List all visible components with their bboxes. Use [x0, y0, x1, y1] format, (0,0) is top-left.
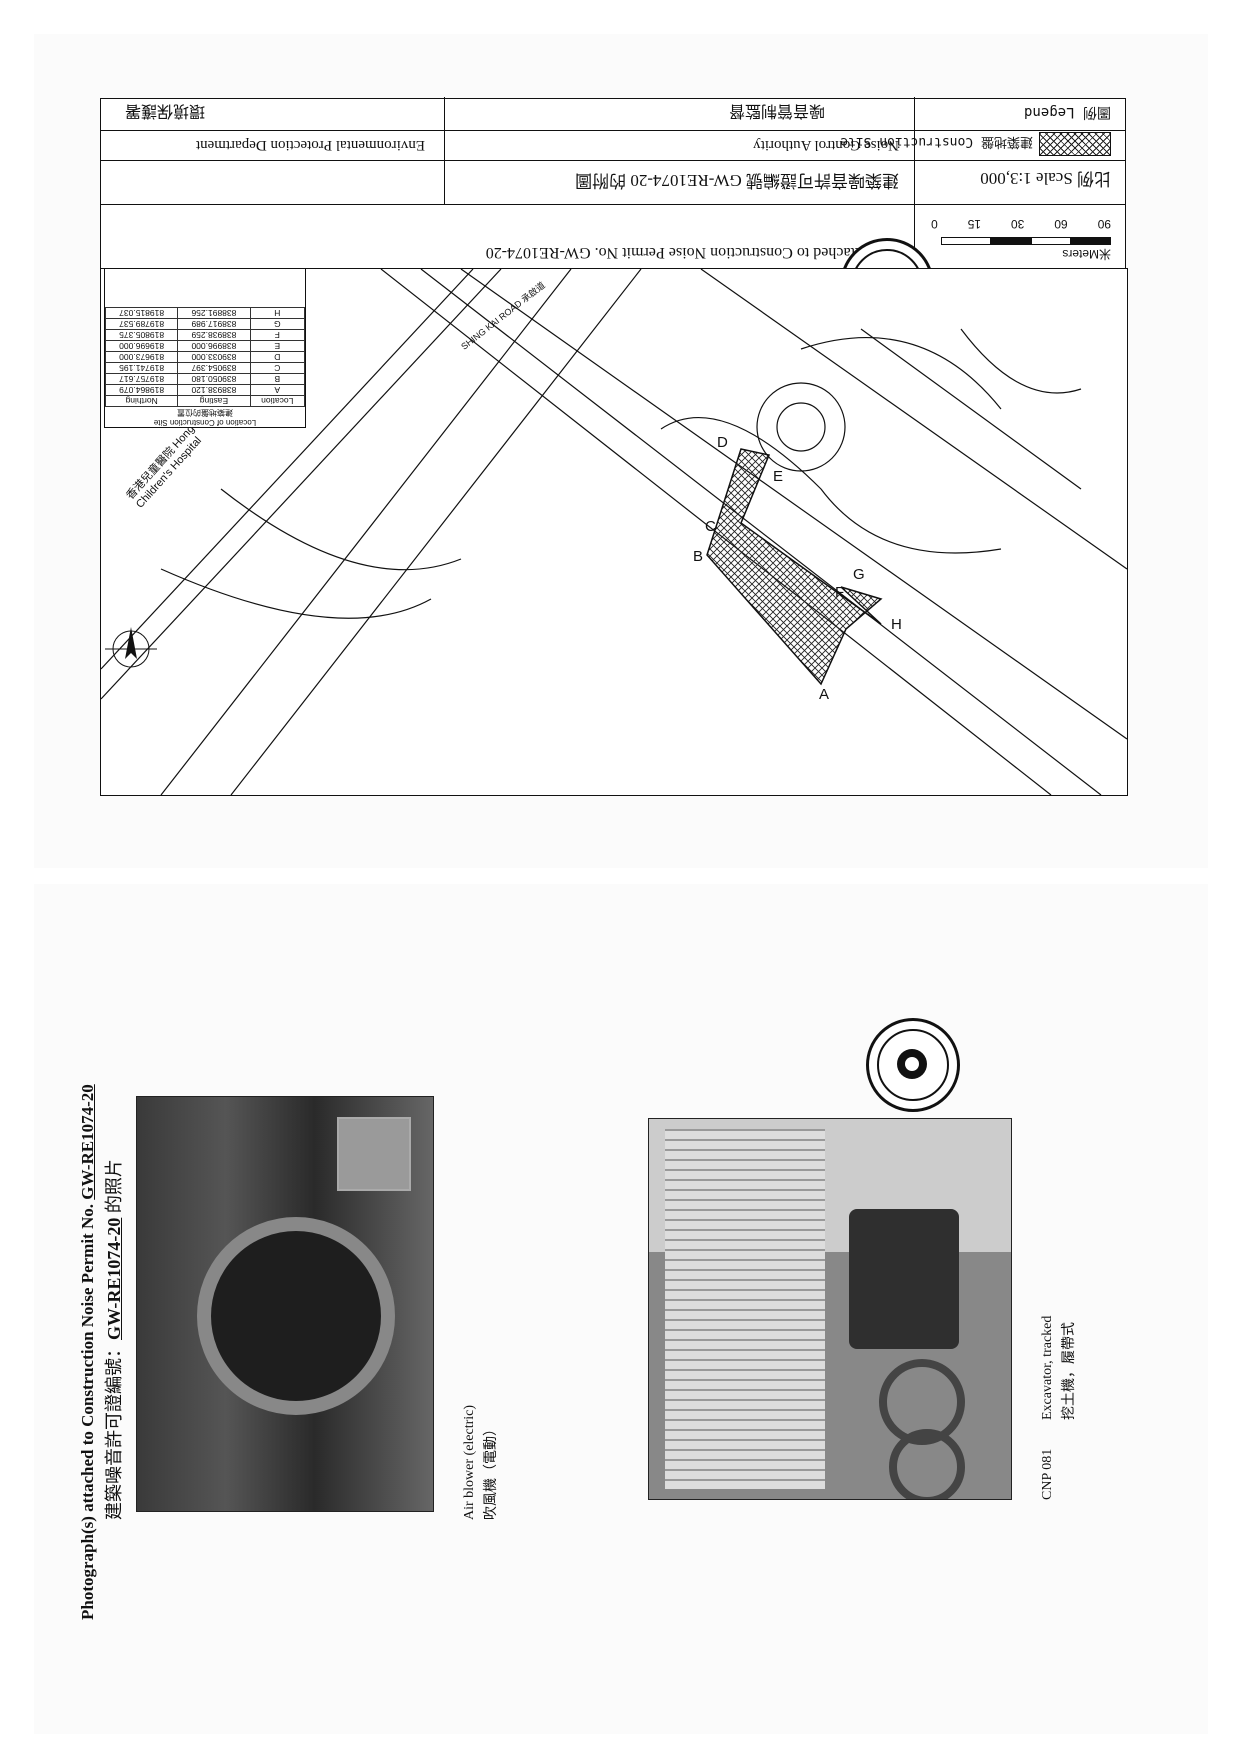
- legend-hatch-swatch: [1039, 132, 1111, 156]
- scale-label: 比例 Scale 1:3,000: [980, 169, 1111, 188]
- table-header: Location: [250, 395, 305, 407]
- point-label-d: D: [717, 434, 728, 451]
- point-label-b: B: [693, 548, 703, 565]
- photo-caption-zh-2: 挖土機，履帶式: [1062, 1322, 1077, 1420]
- epd-seal-logo: [866, 1018, 960, 1112]
- point-label-h: H: [891, 616, 902, 633]
- construction-site-area: [706, 448, 883, 686]
- point-label-f: F: [835, 584, 844, 601]
- legend-label: 圖例 Legend: [1023, 104, 1111, 120]
- authority-en: Noise Control Authority: [753, 137, 899, 153]
- scale-bar: [941, 235, 1111, 245]
- dept-zh: 環境保護署: [124, 102, 205, 119]
- photo-title-en: Photograph(s) attached to Construction N…: [78, 1084, 97, 1620]
- photo-code-2: CNP 081: [1040, 1448, 1055, 1500]
- photo-title-zh: 建築噪音許可證編號：GW-RE1074-20 的照片: [104, 1159, 124, 1520]
- scale-tick: 90: [1097, 217, 1111, 231]
- table-caption-zh: 建築地盤的位置: [177, 408, 233, 417]
- plan-title-block: 米Meters 90 60 30 15 0 Plan attached to C…: [100, 97, 1126, 270]
- scale-units: 米Meters: [1062, 247, 1111, 261]
- table-header: Northing: [105, 395, 178, 407]
- authority-zh: 噪音管制監督: [728, 102, 825, 119]
- dept-en: Environmental Protection Department: [195, 137, 425, 153]
- coordinates-table: Location of Construction Site 建築地盤的位置 Lo…: [104, 268, 306, 428]
- plan-title-en: Plan attached to Construction Noise Perm…: [485, 244, 899, 261]
- photo-caption-zh-1: 吹風機（電動）: [484, 1422, 499, 1520]
- scale-tick: 15: [967, 217, 982, 231]
- air-blower-photo: [136, 1096, 434, 1512]
- photo-caption-en-1: Air blower (electric): [462, 1404, 477, 1520]
- photo-caption-en-2: Excavator, tracked: [1040, 1315, 1055, 1420]
- table-caption-en: Location of Construction Site: [153, 418, 257, 427]
- point-label-a: A: [819, 686, 829, 703]
- table-header: Easting: [177, 395, 251, 407]
- plan-title-zh: 建築噪音許可證編號 GW-RE1074-20 的附圖: [575, 171, 899, 190]
- map-drawing: A B C D E F G H: [100, 268, 1128, 796]
- north-arrow-icon: [105, 627, 157, 668]
- point-label-e: E: [773, 468, 783, 485]
- scale-tick: 0: [931, 217, 938, 231]
- scale-ticks: 90 60 30 15 0: [931, 217, 1111, 231]
- point-label-c: C: [705, 518, 716, 535]
- scale-tick: 30: [1010, 217, 1025, 231]
- point-label-g: G: [853, 566, 865, 583]
- excavator-photo: [648, 1118, 1012, 1500]
- scale-tick: 60: [1054, 217, 1068, 231]
